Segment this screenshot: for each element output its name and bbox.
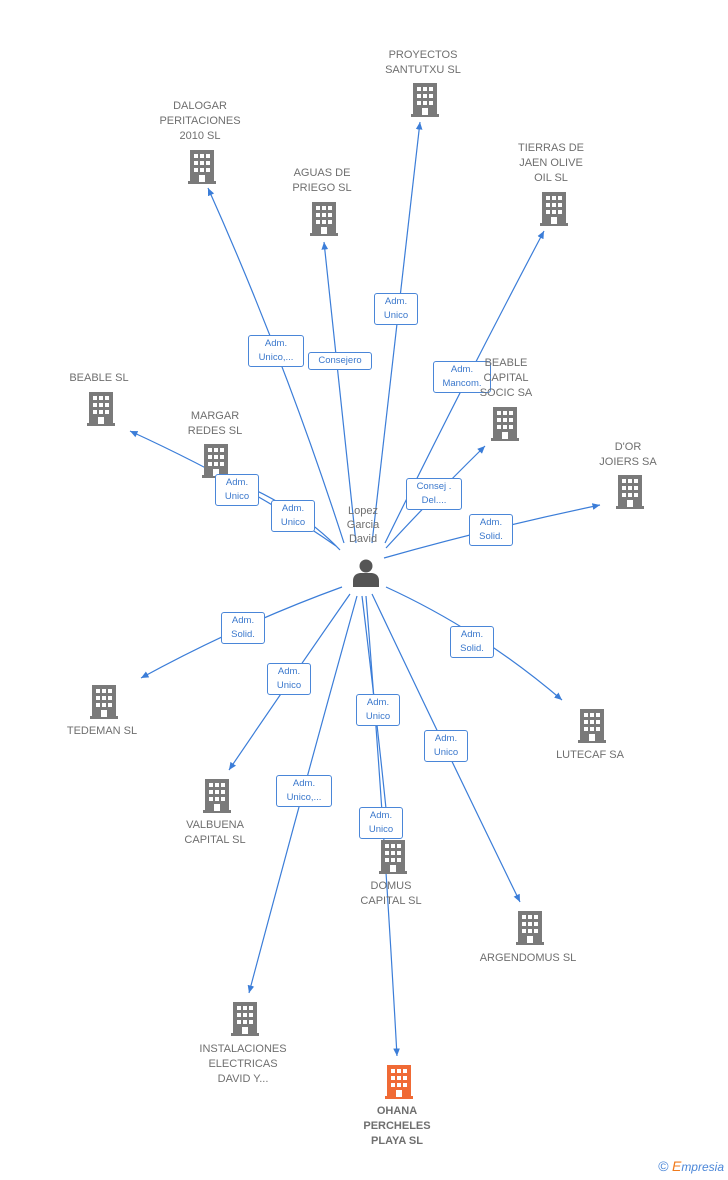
edge-label-argendomus[interactable]: Adm. Unico [424, 730, 468, 762]
building-icon-dalogar[interactable] [188, 150, 216, 184]
brand-logo-text: mpresia [681, 1160, 724, 1174]
edge-label-aguas[interactable]: Consejero [308, 352, 372, 370]
edge-label-dor[interactable]: Adm. Solid. [469, 514, 513, 546]
company-label-aguas[interactable]: AGUAS DE PRIEGO SL [292, 167, 352, 194]
edge-label-tierras[interactable]: Adm. Mancom. [433, 361, 491, 393]
company-label-argendomus[interactable]: ARGENDOMUS SL [479, 952, 577, 964]
building-icon-tedeman[interactable] [90, 685, 118, 719]
building-icon-beable_capital[interactable] [491, 407, 519, 441]
company-label-valbuena[interactable]: VALBUENA CAPITAL SL [184, 819, 246, 846]
company-label-margar[interactable]: MARGAR REDES SL [187, 410, 243, 437]
edge-label-valbuena[interactable]: Adm. Unico [267, 663, 311, 695]
copyright-symbol: © [658, 1158, 669, 1174]
company-label-lutecaf[interactable]: LUTECAF SA [556, 749, 624, 761]
edge-label-lutecaf[interactable]: Adm. Solid. [450, 626, 494, 658]
company-label-tedeman[interactable]: TEDEMAN SL [66, 725, 138, 737]
company-label-dalogar[interactable]: DALOGAR PERITACIONES 2010 SL [159, 100, 241, 142]
edge-proyectos [371, 121, 423, 544]
edge-label-instalaciones[interactable]: Adm. Unico,... [276, 775, 332, 807]
building-icon-domus[interactable] [379, 840, 407, 874]
building-icon-beable[interactable] [87, 392, 115, 426]
empresia-brand[interactable]: © Empresia [658, 1158, 724, 1174]
building-icon-ohana[interactable] [385, 1065, 413, 1099]
edge-label-ohana[interactable]: Adm. Unico [359, 807, 403, 839]
building-icon-valbuena[interactable] [203, 779, 231, 813]
edge-label-tedeman[interactable]: Adm. Solid. [221, 612, 265, 644]
brand-logo-letter: E [671, 1158, 682, 1174]
building-icon-dor[interactable] [616, 475, 644, 509]
company-label-proyectos[interactable]: PROYECTOS SANTUTXU SL [385, 49, 461, 76]
center-person-name[interactable]: Lopez Garcia David [346, 505, 380, 545]
building-icon-instalaciones[interactable] [231, 1002, 259, 1036]
company-label-dor[interactable]: D'OR JOIERS SA [599, 441, 657, 468]
person-icon[interactable] [353, 559, 379, 588]
edge-aguas [321, 241, 357, 544]
edge-label-beable_capital[interactable]: Consej . Del.... [406, 478, 462, 510]
edge-label-margar[interactable]: Adm. Unico [271, 500, 315, 532]
company-label-ohana[interactable]: OHANA PERCHELES PLAYA SL [363, 1105, 431, 1147]
company-label-beable_capital[interactable]: BEABLE CAPITAL SOCIC SA [479, 357, 533, 399]
edge-label-domus[interactable]: Adm. Unico [356, 694, 400, 726]
company-label-instalaciones[interactable]: INSTALACIONES ELECTRICAS DAVID Y... [199, 1043, 287, 1085]
building-icon-margar[interactable] [202, 444, 230, 478]
edge-label-dalogar[interactable]: Adm. Unico,... [248, 335, 304, 367]
company-label-tierras[interactable]: TIERRAS DE JAEN OLIVE OIL SL [517, 142, 584, 184]
building-icon-proyectos[interactable] [411, 83, 439, 117]
edge-label-proyectos[interactable]: Adm. Unico [374, 293, 418, 325]
company-label-beable[interactable]: BEABLE SL [69, 372, 129, 384]
building-icon-argendomus[interactable] [516, 911, 544, 945]
company-label-domus[interactable]: DOMUS CAPITAL SL [360, 880, 422, 907]
edge-label-beable[interactable]: Adm. Unico [215, 474, 259, 506]
building-icon-aguas[interactable] [310, 202, 338, 236]
building-icon-lutecaf[interactable] [578, 709, 606, 743]
building-icon-tierras[interactable] [540, 192, 568, 226]
